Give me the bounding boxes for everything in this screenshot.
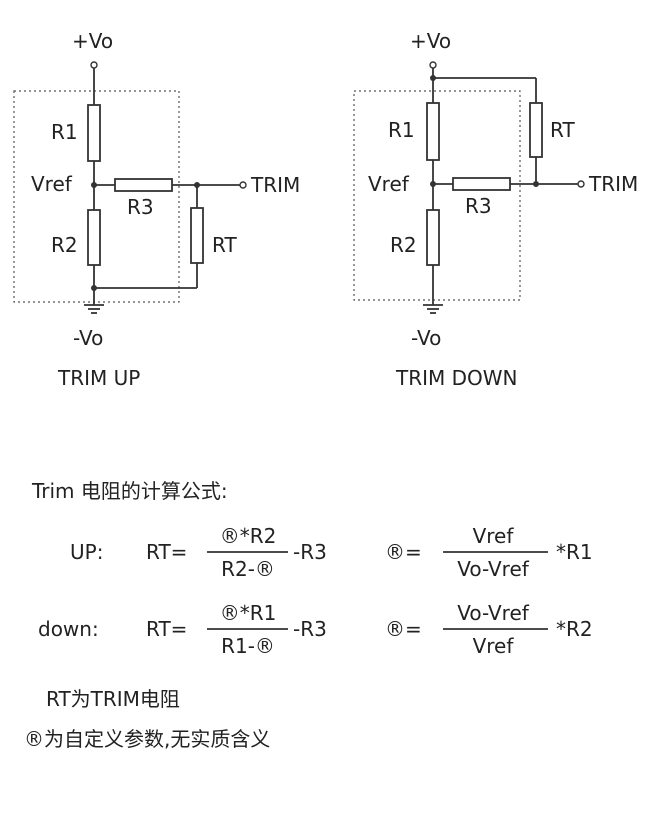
vo-plus-label: +Vo <box>410 29 451 53</box>
r1-label: R1 <box>388 118 415 142</box>
down-r-numerator: Vo-Vref <box>457 601 530 625</box>
r1-label: R1 <box>51 120 78 144</box>
r2-label: R2 <box>51 233 78 257</box>
trim-up-caption: TRIM UP <box>57 366 140 390</box>
rt-label: RT <box>212 233 237 257</box>
resistor-rt <box>190 207 204 264</box>
note-rt-definition: RT为TRIM电阻 <box>46 687 180 711</box>
rt-equals: RT= <box>146 540 187 564</box>
rt-equals: RT= <box>146 617 187 641</box>
up-r-numerator: Vref <box>473 524 515 548</box>
resistor-r2 <box>426 209 440 266</box>
resistor-r1 <box>426 102 440 161</box>
resistor-r3 <box>452 177 511 191</box>
resistor-r1 <box>87 104 101 162</box>
junction-dot <box>91 182 97 188</box>
up-label: UP: <box>70 540 103 564</box>
junction-dot <box>430 181 436 187</box>
resistor-rt <box>529 102 543 158</box>
resistor-r2 <box>87 209 101 266</box>
rt-label: RT <box>550 118 575 142</box>
up-r-tail: *R1 <box>556 540 593 564</box>
vo-plus-terminal <box>90 61 98 69</box>
junction-dot <box>91 285 97 291</box>
formula-heading: Trim 电阻的计算公式: <box>31 479 228 503</box>
up-rt-tail: -R3 <box>293 540 327 564</box>
trim-terminal <box>577 180 585 188</box>
up-r-denominator: Vo-Vref <box>457 557 530 581</box>
module-boundary-box <box>13 90 180 303</box>
down-r-tail: *R2 <box>556 617 593 641</box>
trim-down-circuit: +Vo R1 RT Vref R3 TRIM R2 -Vo TRIM DOWN <box>353 29 638 390</box>
up-rt-denominator: R2-® <box>221 557 275 581</box>
down-rt-tail: -R3 <box>293 617 327 641</box>
module-boundary-box <box>353 90 521 301</box>
trim-up-circuit: +Vo R1 Vref R3 TRIM R2 RT -Vo TRIM UP <box>13 29 300 390</box>
vo-plus-terminal <box>429 61 437 69</box>
junction-dot <box>194 182 200 188</box>
resistor-r3 <box>114 178 173 192</box>
junction-dot <box>533 181 539 187</box>
note-r-definition: ®为自定义参数,无实质含义 <box>24 727 270 751</box>
r-equals: ®= <box>385 540 422 564</box>
trim-terminal <box>239 181 247 189</box>
r3-label: R3 <box>127 195 154 219</box>
down-rt-denominator: R1-® <box>221 634 275 658</box>
vref-label: Vref <box>368 172 410 196</box>
ground-icon <box>84 304 104 314</box>
vo-minus-label: -Vo <box>73 326 103 350</box>
r3-label: R3 <box>465 194 492 218</box>
trim-label: TRIM <box>250 173 300 197</box>
down-label: down: <box>38 617 99 641</box>
r-equals: ®= <box>385 617 422 641</box>
vo-plus-label: +Vo <box>72 29 113 53</box>
up-rt-numerator: ®*R2 <box>220 524 277 548</box>
down-rt-numerator: ®*R1 <box>220 601 277 625</box>
vref-label: Vref <box>31 172 73 196</box>
vo-minus-label: -Vo <box>411 326 441 350</box>
junction-dot <box>430 75 436 81</box>
ground-icon <box>423 304 443 314</box>
r2-label: R2 <box>390 233 417 257</box>
trim-label: TRIM <box>588 172 638 196</box>
formula-section: Trim 电阻的计算公式: UP: RT= ®*R2 R2-® -R3 ®= V… <box>24 479 593 751</box>
trim-down-caption: TRIM DOWN <box>395 366 518 390</box>
down-r-denominator: Vref <box>473 634 515 658</box>
